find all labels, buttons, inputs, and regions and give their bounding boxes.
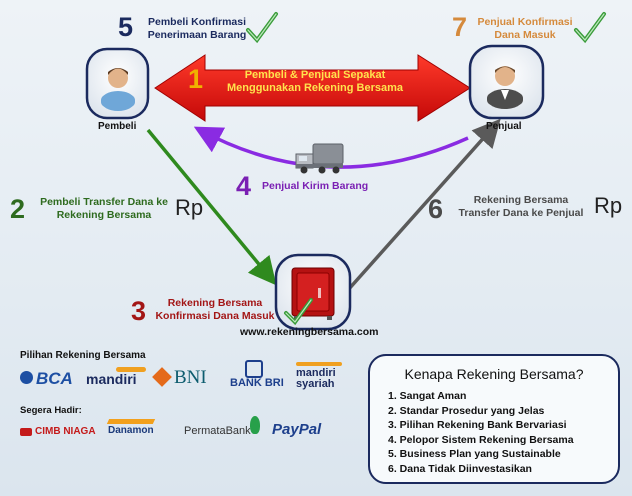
reasons-panel: Kenapa Rekening Bersama? 1. Sangat Aman … <box>368 354 620 484</box>
rp-symbol-buyer: Rp <box>175 195 204 220</box>
bank-permata: PermataBank <box>184 425 251 437</box>
permata-logo-icon <box>250 416 260 434</box>
step-1-label: Pembeli & Penjual Sepakat Menggunakan Re… <box>212 69 418 95</box>
step-7-line-2: Dana Masuk <box>494 29 556 41</box>
step-6-line-1: Rekening Bersama <box>473 194 569 206</box>
reasons-title: Kenapa Rekening Bersama? <box>404 366 584 382</box>
reason-item: 4. Pelopor Sistem Rekening Bersama <box>388 433 574 446</box>
step-7-label: Penjual Konfirmasi Dana Masuk <box>470 16 580 42</box>
coming-soon-heading: Segera Hadir: <box>20 405 82 416</box>
bank-mandiri: mandiri <box>86 371 137 387</box>
bank-cimb-niaga: CIMB NIAGA <box>35 426 96 437</box>
step-7-number: 7 <box>452 12 468 42</box>
step-3-line-2: Konfirmasi Dana Masuk <box>155 310 275 322</box>
seller-node <box>468 44 545 120</box>
step-3-label: Rekening Bersama Konfirmasi Dana Masuk <box>150 297 280 323</box>
reasons-list: 1. Sangat Aman 2. Standar Prosedur yang … <box>388 389 574 477</box>
safe-icon <box>291 267 335 320</box>
cimb-logo-icon <box>20 428 32 436</box>
seller-person-icon <box>487 66 523 109</box>
step-2-line-2: Rekening Bersama <box>56 209 152 221</box>
bca-logo-icon <box>20 371 33 384</box>
bri-logo-icon <box>245 360 263 378</box>
danamon-logo-icon <box>106 419 156 424</box>
step-6-line-2: Transfer Dana ke Penjual <box>458 207 584 219</box>
payment-paypal: PayPal <box>272 421 322 438</box>
step-2-number: 2 <box>10 194 26 224</box>
step-6-label: Rekening Bersama Transfer Dana ke Penjua… <box>450 194 592 220</box>
step-7-line-1: Penjual Konfirmasi <box>477 16 573 28</box>
step-5-number: 5 <box>118 12 134 42</box>
bank-danamon: Danamon <box>108 425 154 436</box>
bank-mandiri-syariah: mandiri syariah <box>296 367 336 390</box>
reason-item: 6. Dana Tidak Diinvestasikan <box>388 462 532 475</box>
truck-icon <box>295 143 344 174</box>
step-4-label: Penjual Kirim Barang <box>262 180 369 192</box>
safe-transfer-arrow <box>346 118 501 292</box>
safe-node <box>274 253 352 331</box>
bank-bri: BANK BRI <box>230 377 284 389</box>
checkmark-icon-seller <box>574 12 606 44</box>
step-1-number: 1 <box>188 64 204 94</box>
bank-bca: BCA <box>36 369 73 388</box>
bank-bni: BNI <box>174 367 207 388</box>
step-2-label: Pembeli Transfer Dana ke Rekening Bersam… <box>30 196 178 222</box>
website-label: www.rekeningbersama.com <box>240 326 379 338</box>
step-5-line-1: Pembeli Konfirmasi <box>147 16 247 28</box>
reason-item: 3. Pilihan Rekening Bank Bervariasi <box>388 419 567 432</box>
step-6-number: 6 <box>428 194 444 224</box>
mandiri-wave-icon <box>116 367 146 372</box>
buyer-transfer-arrow <box>146 128 277 286</box>
step-3-line-1: Rekening Bersama <box>167 297 263 309</box>
checkmark-icon-safe <box>284 298 313 326</box>
step-1-line-2: Menggunakan Rekening Bersama <box>226 82 404 94</box>
buyer-node <box>85 47 150 120</box>
checkmark-icon-buyer <box>246 12 278 44</box>
buyer-person-icon <box>101 68 135 111</box>
bank-options-heading: Pilihan Rekening Bersama <box>20 350 146 361</box>
reason-item: 5. Business Plan yang Sustainable <box>388 448 561 461</box>
step-2-line-1: Pembeli Transfer Dana ke <box>40 196 168 208</box>
seller-label: Penjual <box>486 121 522 132</box>
reason-item: 1. Sangat Aman <box>388 390 467 402</box>
mandiri-syariah-wave-icon <box>296 362 342 366</box>
rp-symbol-seller: Rp <box>594 193 623 218</box>
buyer-label: Pembeli <box>98 121 137 132</box>
step-5-label: Pembeli Konfirmasi Penerimaan Barang <box>138 16 256 42</box>
step-4-number: 4 <box>236 171 252 201</box>
step-1-line-1: Pembeli & Penjual Sepakat <box>244 69 386 81</box>
step-5-line-2: Penerimaan Barang <box>147 29 247 41</box>
reason-item: 2. Standar Prosedur yang Jelas <box>388 404 545 417</box>
step-3-number: 3 <box>131 296 147 326</box>
